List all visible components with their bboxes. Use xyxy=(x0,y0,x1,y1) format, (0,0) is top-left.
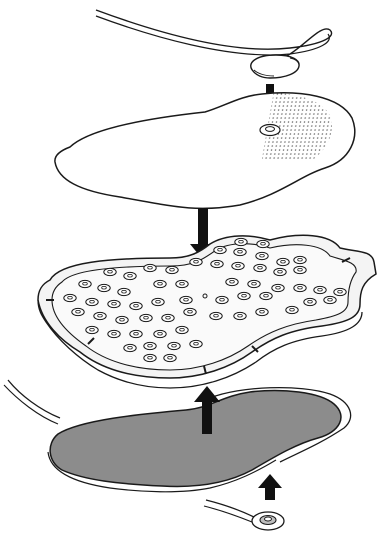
tray-hole xyxy=(324,296,336,303)
tray-hole xyxy=(211,260,223,267)
tray-hole xyxy=(94,312,106,319)
tray-hole xyxy=(257,240,269,247)
tray-hole xyxy=(176,280,188,287)
tray-hole xyxy=(304,298,316,305)
tray-hole xyxy=(108,300,120,307)
tray-hole xyxy=(152,298,164,305)
tray-hole xyxy=(272,284,284,291)
up-arrow-icon xyxy=(258,474,282,500)
tray-hole xyxy=(248,280,260,287)
top-cable-wire xyxy=(96,10,332,59)
tray-hole xyxy=(226,278,238,285)
storage-tray xyxy=(38,235,376,388)
tray-hole xyxy=(216,296,228,303)
tray-hole xyxy=(108,330,120,337)
tray-hole xyxy=(254,264,266,271)
tray-hole xyxy=(294,256,306,263)
gel-pad-body xyxy=(50,391,341,487)
tray-hole xyxy=(162,314,174,321)
tray-hole xyxy=(130,302,142,309)
tray-hole xyxy=(232,262,244,269)
tray-hole xyxy=(190,340,202,347)
tray-hole xyxy=(294,284,306,291)
tray-hole xyxy=(144,354,156,361)
tray-hole xyxy=(176,326,188,333)
tray-hole xyxy=(144,342,156,349)
tray-hole xyxy=(164,354,176,361)
tray-hole xyxy=(294,266,306,273)
tray-hole xyxy=(166,266,178,273)
tray-hole xyxy=(124,344,136,351)
tray-hole xyxy=(235,238,247,245)
tray-hole xyxy=(334,288,346,295)
tray-hole xyxy=(184,308,196,315)
tray-hole xyxy=(64,294,76,301)
tray-hole xyxy=(144,264,156,271)
lower-cable xyxy=(4,380,60,424)
tray-hole xyxy=(86,298,98,305)
tray-hole xyxy=(86,326,98,333)
tray-hole xyxy=(256,308,268,315)
tray-hole xyxy=(104,268,116,275)
tray-hole xyxy=(116,316,128,323)
gel-pad-with-lead-wire xyxy=(48,388,351,530)
tray-hole xyxy=(124,272,136,279)
tray-hole xyxy=(274,268,286,275)
tray-hole xyxy=(234,248,246,255)
electrode-pad xyxy=(55,90,355,208)
tray-hole xyxy=(98,284,110,291)
tray-hole xyxy=(118,288,130,295)
tray-hole xyxy=(238,292,250,299)
tray-hole xyxy=(190,258,202,265)
tray-hole xyxy=(72,308,84,315)
tray-hole xyxy=(154,330,166,337)
tray-hole xyxy=(130,330,142,337)
tray-hole xyxy=(260,292,272,299)
tray-hole xyxy=(314,286,326,293)
tray-hole xyxy=(79,280,91,287)
arrow-snap-to-gel xyxy=(258,474,282,500)
tray-hole xyxy=(234,312,246,319)
tray-hole xyxy=(210,312,222,319)
tray-hole xyxy=(256,252,268,259)
tray-hole xyxy=(140,314,152,321)
tray-hole xyxy=(168,342,180,349)
tray-hole xyxy=(154,280,166,287)
top-cable-with-connector xyxy=(96,10,332,78)
tray-hole xyxy=(214,246,226,253)
tray-hole xyxy=(180,296,192,303)
tray-hole xyxy=(277,258,289,265)
tray-hole xyxy=(286,306,298,313)
